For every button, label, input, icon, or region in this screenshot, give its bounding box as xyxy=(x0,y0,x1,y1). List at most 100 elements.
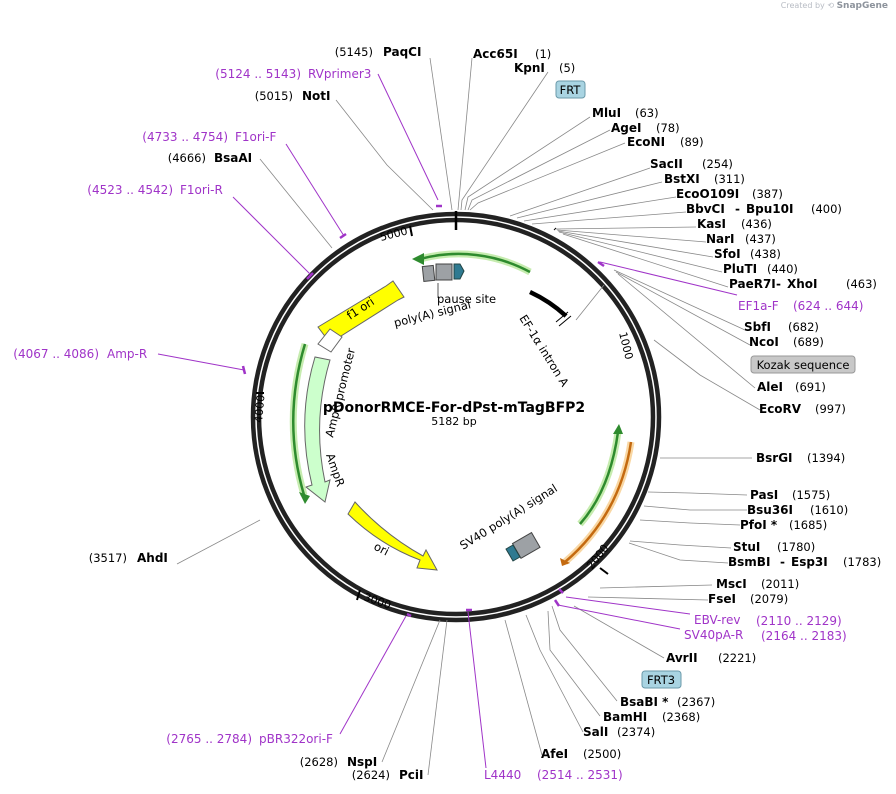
primer-sv40pa-r: SV40pA-R xyxy=(684,628,743,642)
tick-3000: 3000 xyxy=(362,591,393,612)
feature-ori: ori xyxy=(372,539,392,558)
site-esp3i: Esp3I xyxy=(791,555,828,569)
pos-mlui: (63) xyxy=(635,106,659,120)
site-bsrgi: BsrGI xyxy=(756,451,793,465)
site-bsabi: BsaBI * xyxy=(620,695,669,709)
feature-ef1a-intron: EF-1α intron A xyxy=(516,312,571,389)
site-sali: SalI xyxy=(583,725,608,739)
site-sacii: SacII xyxy=(650,157,683,171)
site-bsmbi: BsmBI xyxy=(728,555,770,569)
site-separator-1: - xyxy=(735,202,740,216)
primer-lines xyxy=(157,73,738,769)
primer-pbr322ori-f: pBR322ori-F xyxy=(259,732,333,746)
pos-bstxi: (311) xyxy=(714,172,745,186)
primer-rvprimer3-range: (5124 .. 5143) xyxy=(215,67,301,81)
pos-nspi: (2628) xyxy=(300,755,338,769)
right-orange-arrow xyxy=(564,441,633,563)
pause-site-box xyxy=(421,264,436,283)
site-separator-2: - xyxy=(776,277,781,291)
site-noti: NotI xyxy=(302,89,331,103)
site-xhoi: XhoI xyxy=(787,277,818,291)
site-kasi: KasI xyxy=(697,217,726,231)
site-ecorv: EcoRV xyxy=(759,402,802,416)
kozak-box xyxy=(750,355,856,374)
snapgene-logo-icon: ⟲ xyxy=(827,1,835,10)
primer-f1ori-f-range: (4733 .. 4754) xyxy=(142,130,228,144)
primer-f1ori-r: F1ori-R xyxy=(180,183,223,197)
feature-kozak: Kozak sequence xyxy=(757,358,850,372)
pos-bsaai: (4666) xyxy=(168,151,206,165)
polya-box xyxy=(435,263,453,281)
created-by-text: Created by xyxy=(780,1,825,10)
pos-acc65i: (1) xyxy=(535,47,551,61)
site-mlui: MluI xyxy=(592,106,621,120)
site-paqci: PaqCI xyxy=(383,45,421,59)
feature-pause-site: pause site xyxy=(437,292,496,306)
top-arrow-head xyxy=(412,253,424,265)
site-econi: EcoNI xyxy=(627,135,665,149)
ampr-promoter-arrow xyxy=(317,328,343,353)
feature-sv40-polya: SV40 poly(A) signal xyxy=(457,481,560,552)
pos-bamhi: (2368) xyxy=(662,710,700,724)
pos-paer7i: (463) xyxy=(846,277,877,291)
tick-1000: 1000 xyxy=(616,331,635,361)
site-pluti: PluTI xyxy=(723,262,757,276)
site-bsu36i: Bsu36I xyxy=(747,503,793,517)
primer-amp-r-range: (4067 .. 4086) xyxy=(13,347,99,361)
plasmid-size: 5182 bp xyxy=(431,415,476,428)
left-arrow xyxy=(292,343,307,496)
pos-bsrgi: (1394) xyxy=(807,451,845,465)
ef1a-intron-cap1 xyxy=(555,311,569,323)
primer-amp-r: Amp-R xyxy=(107,347,147,361)
pos-afei: (2500) xyxy=(583,747,621,761)
primer-ef1a-f: EF1a-F xyxy=(738,299,779,313)
ef1a-intron-bar xyxy=(529,289,568,318)
feature-frt: FRT xyxy=(560,83,582,97)
pos-bsabi: (2367) xyxy=(677,695,715,709)
site-bamhi: BamHI xyxy=(603,710,647,724)
teal-arrow-top xyxy=(453,263,465,280)
site-ecoo109i: EcoO109I xyxy=(676,187,739,201)
primer-sv40pa-r-range: (2164 .. 2183) xyxy=(761,629,847,643)
site-stui: StuI xyxy=(733,540,760,554)
site-ncoi: NcoI xyxy=(749,335,779,349)
site-afei: AfeI xyxy=(541,747,568,761)
primer-f1ori-f: F1ori-F xyxy=(235,130,276,144)
primer-f1ori-r-range: (4523 .. 4542) xyxy=(87,183,173,197)
right-green-arrow xyxy=(579,431,620,525)
primer-rvprimer3: RVprimer3 xyxy=(308,67,371,81)
leader-lines xyxy=(176,57,761,776)
pos-pcii: (2624) xyxy=(352,768,390,782)
ef1a-intron-cap2 xyxy=(558,315,572,327)
pos-pluti: (440) xyxy=(767,262,798,276)
site-ahdi: AhdI xyxy=(137,551,168,565)
right-green-head xyxy=(613,424,623,434)
primer-l4440: L4440 xyxy=(484,768,521,782)
pos-sbfi: (682) xyxy=(788,320,819,334)
pos-bsu36i: (1610) xyxy=(810,503,848,517)
site-sfoi: SfoI xyxy=(714,247,741,261)
pos-ecoo109i: (387) xyxy=(752,187,783,201)
brand-name: SnapGene xyxy=(836,1,888,11)
pos-sfoi: (438) xyxy=(750,247,781,261)
pos-noti: (5015) xyxy=(255,89,293,103)
teal-arrow-bottom xyxy=(505,544,521,562)
right-orange-head xyxy=(560,558,570,566)
site-acc65i: Acc65I xyxy=(473,47,518,61)
tick-4000: 4000 xyxy=(252,394,267,423)
site-avrii: AvrII xyxy=(666,651,698,665)
snapgene-watermark: Created by ⟲ SnapGene xyxy=(781,1,888,11)
site-paer7i: PaeR7I xyxy=(729,277,776,291)
frt3-box xyxy=(641,670,682,689)
site-alei: AleI xyxy=(757,380,783,394)
primer-ebv-rev-range: (2110 .. 2129) xyxy=(756,614,842,628)
pos-bsmbi: (1783) xyxy=(843,555,881,569)
pos-nari: (437) xyxy=(745,232,776,246)
primer-pbr322ori-f-range: (2765 .. 2784) xyxy=(166,732,252,746)
feature-polya-signal: poly(A) signal xyxy=(392,297,472,330)
pos-econi: (89) xyxy=(680,135,704,149)
ampr-arrow xyxy=(304,356,331,503)
pos-sacii: (254) xyxy=(702,157,733,171)
site-bpu10i: Bpu10I xyxy=(746,202,793,216)
site-msci: MscI xyxy=(716,577,747,591)
